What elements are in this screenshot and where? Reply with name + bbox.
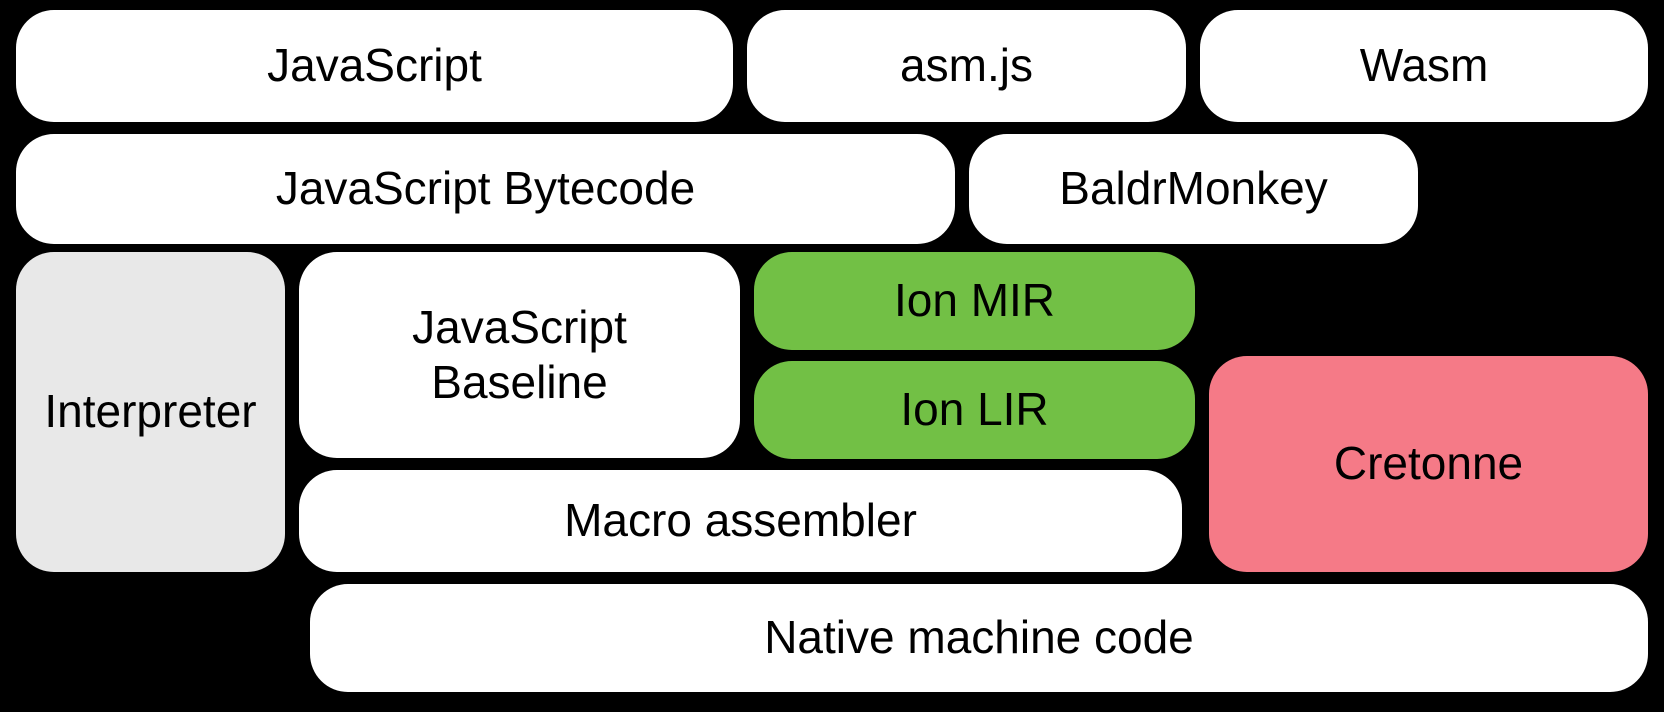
node-macro-assembler-label: Macro assembler	[564, 494, 917, 547]
node-ion-lir-label: Ion LIR	[900, 383, 1049, 436]
node-javascript: JavaScript	[16, 10, 733, 122]
node-native-machine-code-label: Native machine code	[764, 611, 1194, 664]
node-cretonne: Cretonne	[1209, 356, 1648, 572]
node-ion-mir: Ion MIR	[754, 252, 1195, 350]
node-interpreter-label: Interpreter	[44, 385, 257, 438]
node-javascript-bytecode-label: JavaScript Bytecode	[275, 162, 696, 215]
node-baldrmonkey-label: BaldrMonkey	[1059, 162, 1328, 215]
node-asmjs: asm.js	[747, 10, 1186, 122]
node-macro-assembler: Macro assembler	[299, 470, 1182, 572]
node-interpreter: Interpreter	[16, 252, 285, 572]
node-baldrmonkey: BaldrMonkey	[969, 134, 1418, 244]
node-javascript-label: JavaScript	[267, 39, 482, 92]
node-asmjs-label: asm.js	[900, 39, 1033, 92]
node-ion-mir-label: Ion MIR	[893, 274, 1056, 327]
node-native-machine-code: Native machine code	[310, 584, 1648, 692]
node-wasm: Wasm	[1200, 10, 1648, 122]
node-cretonne-label: Cretonne	[1333, 437, 1524, 490]
node-javascript-bytecode: JavaScript Bytecode	[16, 134, 955, 244]
node-wasm-label: Wasm	[1359, 39, 1489, 92]
node-javascript-baseline: JavaScript Baseline	[299, 252, 740, 458]
node-ion-lir: Ion LIR	[754, 361, 1195, 459]
node-javascript-baseline-label: JavaScript Baseline	[412, 300, 627, 408]
